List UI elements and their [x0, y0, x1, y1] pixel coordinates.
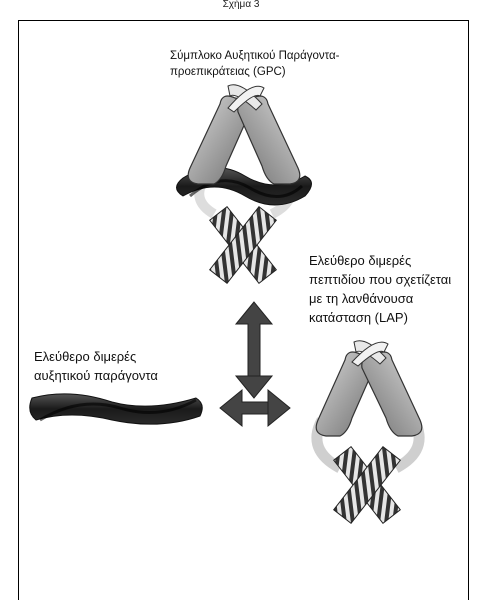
label-lap-line-4: κατάσταση (LAP): [309, 308, 451, 327]
gpc-complex-shape: [177, 85, 312, 283]
label-free-gf-line-2: αυξητικού παράγοντα: [34, 366, 158, 385]
equilibrium-arrow-vertical: [236, 302, 272, 398]
label-lap-line-3: με τη λανθάνουσα: [309, 289, 451, 308]
gpc-prodomain-lobe-right: [238, 96, 300, 184]
label-gpc: Σύμπλοκο Αυξητικού Παράγοντα- προεπικράτ…: [170, 48, 340, 80]
label-lap-line-1: Ελεύθερο διμερές: [309, 251, 451, 270]
label-free-growth-factor: Ελεύθερο διμερές αυξητικού παράγοντα: [34, 347, 158, 385]
free-growth-factor-dimer-shape: [30, 394, 203, 424]
label-lap: Ελεύθερο διμερές πεπτιδίου που σχετίζετα…: [309, 251, 451, 327]
free-lap-dimer-shape: [316, 341, 422, 524]
label-free-gf-line-1: Ελεύθερο διμερές: [34, 347, 158, 366]
label-gpc-line-1: Σύμπλοκο Αυξητικού Παράγοντα-: [170, 48, 340, 64]
label-lap-line-2: πεπτιδίου που σχετίζεται: [309, 270, 451, 289]
label-gpc-line-2: προεπικράτειας (GPC): [170, 64, 340, 80]
